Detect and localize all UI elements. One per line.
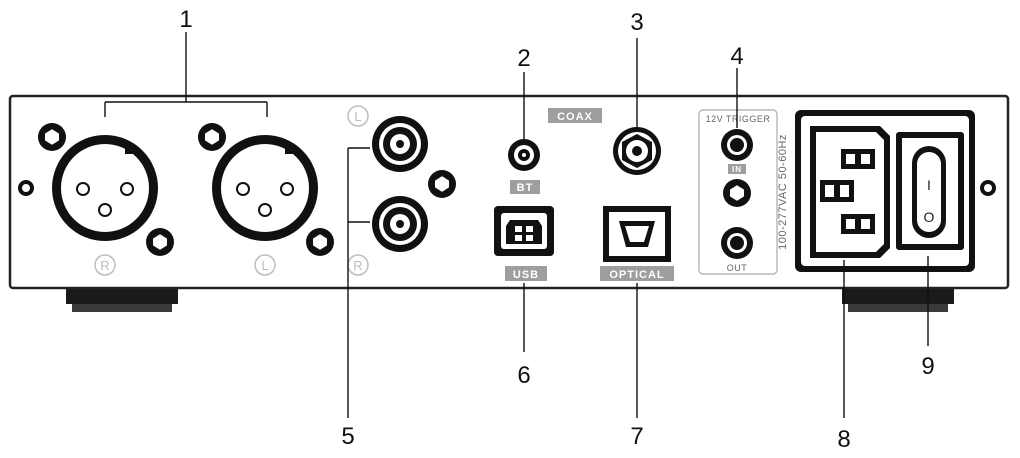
bt-antenna-connector <box>508 139 540 171</box>
svg-text:L: L <box>354 109 361 124</box>
xlr-right-marker: R <box>94 254 116 276</box>
right-foot <box>842 288 954 312</box>
callout-5-leader <box>347 147 370 418</box>
rca-output-right <box>372 196 428 252</box>
svg-text:R: R <box>353 258 362 273</box>
switch-on-mark: I <box>927 177 931 193</box>
switch-off-mark: O <box>924 209 935 225</box>
trigger-in-label: IN <box>728 164 746 174</box>
coax-label: COAX <box>548 108 602 123</box>
callout-4: 4 <box>730 43 743 70</box>
callout-5: 5 <box>341 423 354 450</box>
svg-text:USB: USB <box>513 269 539 281</box>
callout-9: 9 <box>921 353 934 380</box>
voltage-rating-label: 100-277VAC 50-60Hz <box>777 134 789 250</box>
svg-text:R: R <box>100 258 109 273</box>
svg-text:BT: BT <box>517 182 534 194</box>
trigger-in-jack <box>721 129 753 161</box>
left-side-screw <box>18 180 34 196</box>
callout-6: 6 <box>517 362 530 389</box>
callout-7: 7 <box>630 423 643 450</box>
rca-screw <box>428 170 456 198</box>
trigger-screw <box>723 179 751 207</box>
optical-input <box>603 206 671 262</box>
xlr-left-marker: L <box>254 254 276 276</box>
bt-label: BT <box>510 180 540 194</box>
svg-text:IN: IN <box>732 165 742 174</box>
xlr-output-right <box>38 123 174 256</box>
svg-text:L: L <box>261 258 268 273</box>
usb-label: USB <box>505 266 547 281</box>
coax-input <box>613 127 661 175</box>
usb-b-input <box>494 206 554 256</box>
callout-1: 1 <box>179 6 192 33</box>
svg-text:COAX: COAX <box>557 111 593 123</box>
rca-output-left <box>372 116 428 172</box>
svg-text:12V TRIGGER: 12V TRIGGER <box>706 114 771 124</box>
rca-channel-left-marker: L <box>347 105 369 127</box>
svg-text:OPTICAL: OPTICAL <box>609 269 664 281</box>
power-switch: I O <box>896 132 964 250</box>
callout-2: 2 <box>517 45 530 72</box>
left-foot <box>66 288 178 312</box>
trigger-out-label: OUT <box>727 263 748 273</box>
callout-8: 8 <box>837 426 850 453</box>
trigger-out-jack <box>721 227 753 259</box>
iec-power-inlet <box>810 126 890 258</box>
callout-3: 3 <box>630 9 643 36</box>
callout-1-leader <box>104 32 268 117</box>
optical-label: OPTICAL <box>600 266 674 281</box>
right-side-screw <box>980 180 996 196</box>
xlr-output-left <box>198 123 334 256</box>
